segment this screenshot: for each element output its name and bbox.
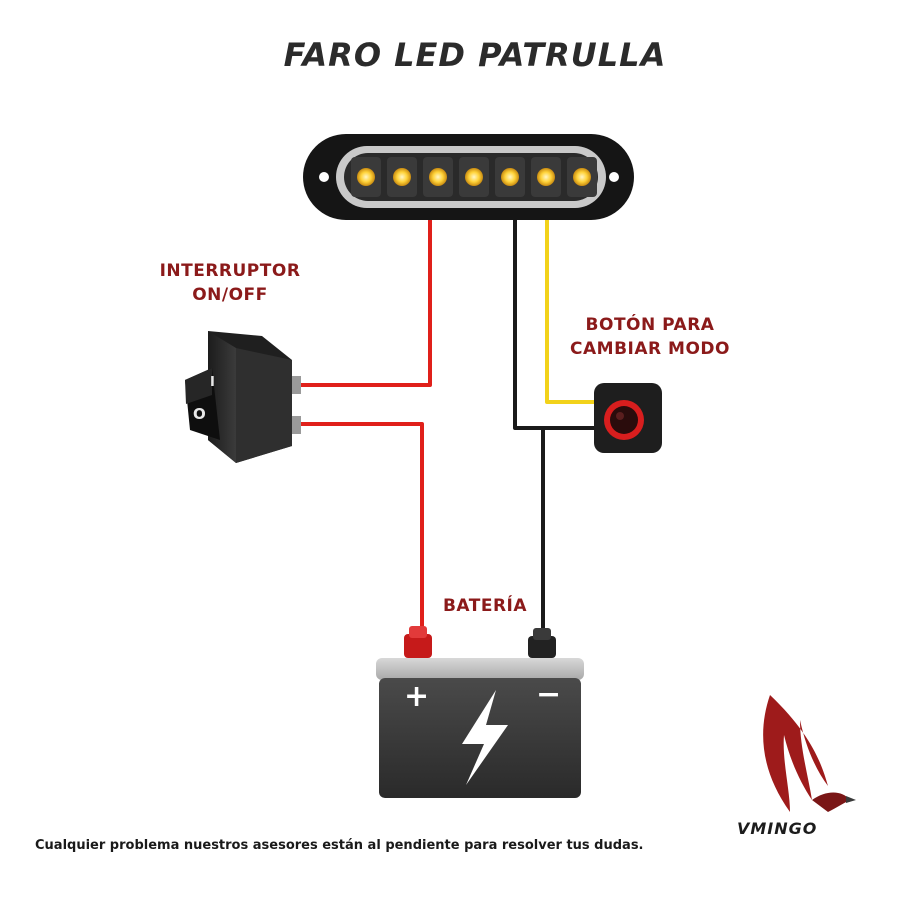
rocker-switch: I O xyxy=(185,331,301,463)
mode-label-line2: CAMBIAR MODO xyxy=(570,339,730,359)
battery-plus-icon: + xyxy=(404,679,429,714)
led-light-bar xyxy=(303,134,634,220)
brand-name: VMINGO xyxy=(737,819,818,838)
led-bulb xyxy=(573,168,591,186)
eagle-wing-icon xyxy=(763,695,856,812)
switch-on-mark: I xyxy=(210,375,215,390)
mode-label-line1: BOTÓN PARA xyxy=(585,315,715,335)
switch-off-mark: O xyxy=(193,405,206,423)
wire-red-switch-to-battery xyxy=(298,422,424,635)
led-bulb xyxy=(429,168,447,186)
switch-label: INTERRUPTOR ON/OFF xyxy=(130,259,330,307)
switch-label-line2: ON/OFF xyxy=(192,285,268,305)
battery-positive-terminal xyxy=(404,634,432,658)
battery-label: BATERÍA xyxy=(442,596,528,616)
wire-yellow-led-to-button xyxy=(545,218,600,404)
wire-black-led-to-button xyxy=(513,218,600,430)
mounting-hole-right xyxy=(609,172,619,182)
led-bulb xyxy=(357,168,375,186)
led-bulb xyxy=(393,168,411,186)
led-array xyxy=(351,157,597,197)
battery: + − xyxy=(376,626,584,798)
led-bulb xyxy=(537,168,555,186)
switch-label-line1: INTERRUPTOR xyxy=(159,261,301,281)
page-title: FARO LED PATRULLA xyxy=(283,36,667,74)
mode-button xyxy=(594,383,662,453)
led-bulb xyxy=(465,168,483,186)
lightning-bolt-icon xyxy=(462,690,508,785)
led-bulb xyxy=(501,168,519,186)
mounting-hole-left xyxy=(319,172,329,182)
battery-minus-icon: − xyxy=(536,677,561,712)
mode-button-label: BOTÓN PARA CAMBIAR MODO xyxy=(545,313,755,361)
wire-red-led-to-switch xyxy=(298,218,432,387)
footer-note: Cualquier problema nuestros asesores est… xyxy=(35,838,644,853)
battery-negative-terminal xyxy=(528,636,556,658)
